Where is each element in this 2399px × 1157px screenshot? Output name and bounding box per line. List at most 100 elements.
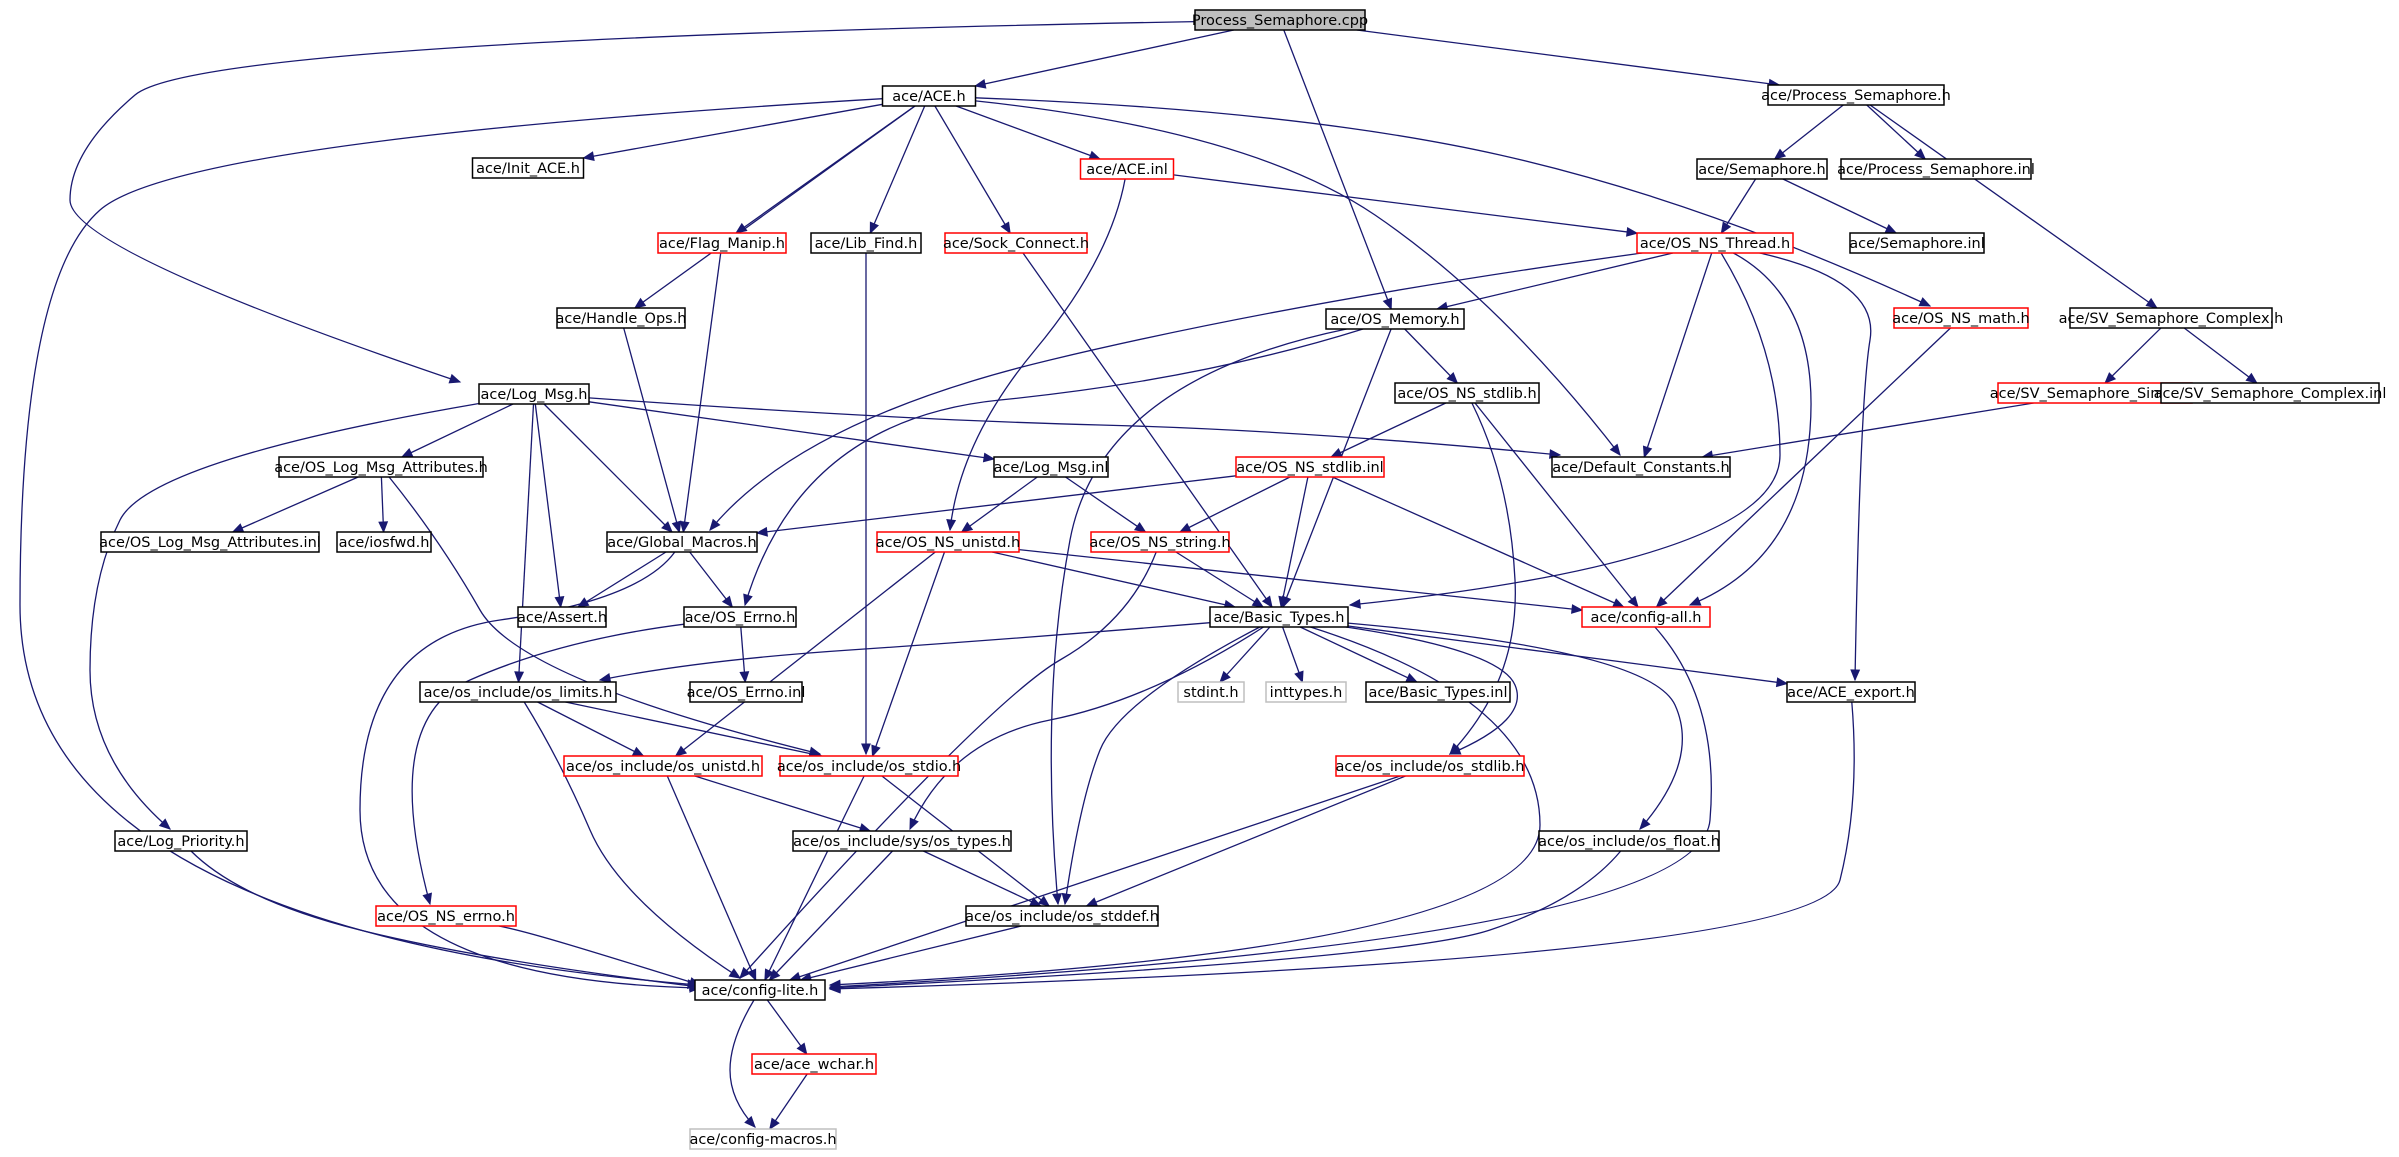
node-os-stdio-h[interactable]: ace/os_include/os_stdio.h: [777, 755, 961, 777]
node-os-errno-h[interactable]: ace/OS_Errno.h: [683, 606, 797, 628]
node-box: [100, 531, 320, 553]
node-sv-semaphore-complex-h[interactable]: ace/SV_Semaphore_Complex.h: [2059, 307, 2284, 329]
node-inttypes-h[interactable]: inttypes.h: [1265, 681, 1347, 703]
edge-line: [623, 327, 680, 533]
edge-arrowhead: [1278, 595, 1289, 609]
node-os-unistd-h[interactable]: ace/os_include/os_unistd.h: [563, 755, 763, 777]
edge-os_ns_thread_h-to-config_all_h: [1688, 252, 1812, 606]
edge-line: [744, 328, 1364, 606]
node-semaphore-h[interactable]: ace/Semaphore.h: [1696, 158, 1828, 180]
edge-arrowhead: [1850, 669, 1861, 682]
node-label: ace/os_include/os_limits.h: [424, 685, 613, 701]
node-process-semaphore-inl[interactable]: ace/Process_Semaphore.inl: [1837, 158, 2035, 180]
edge-os_memory_h-to-os_stddef_h: [1050, 328, 1347, 906]
edge-arrowhead: [739, 671, 750, 684]
edge-line: [517, 403, 535, 683]
edge-arrowhead: [769, 1117, 780, 1131]
node-box: [471, 157, 585, 179]
node-os-log-msg-attributes-inl[interactable]: ace/OS_Log_Msg_Attributes.inl: [99, 531, 321, 553]
edge-arrowhead: [1251, 597, 1265, 608]
node-os-log-msg-attributes-h[interactable]: ace/OS_Log_Msg_Attributes.h: [274, 456, 488, 478]
node-box: [965, 905, 1159, 927]
node-log-msg-inl[interactable]: ace/Log_Msg.inl: [993, 456, 1109, 478]
edge-line: [1280, 476, 1309, 608]
node-box: [689, 1128, 837, 1150]
node-os-ns-stdlib-h[interactable]: ace/OS_NS_stdlib.h: [1394, 382, 1540, 404]
edge-arrowhead: [582, 151, 595, 162]
node-os-ns-unistd-h[interactable]: ace/OS_NS_unistd.h: [876, 531, 1020, 553]
edge-ace_h-to-init_ace_h: [582, 103, 883, 162]
node-ace-h[interactable]: ace/ACE.h: [881, 85, 977, 107]
node-basic-types-h[interactable]: ace/Basic_Types.h: [1209, 606, 1349, 628]
edge-semaphore_h-to-semaphore_inl: [1782, 178, 1898, 234]
edge-os_ns_stdlib_inl-to-global_macros_h: [755, 475, 1237, 537]
edge-os_ns_unistd_h-to-os_stdio_h: [871, 551, 946, 758]
edge-arrowhead: [1571, 604, 1584, 614]
node-ace-inl[interactable]: ace/ACE.inl: [1079, 158, 1175, 180]
node-config-lite-h[interactable]: ace/config-lite.h: [694, 979, 826, 1001]
node-os-float-h[interactable]: ace/os_include/os_float.h: [1538, 830, 1720, 852]
node-log-msg-h[interactable]: ace/Log_Msg.h: [478, 383, 590, 405]
node-box: [278, 456, 484, 478]
node-assert-h[interactable]: ace/Assert.h: [517, 606, 607, 628]
node-handle-ops-h[interactable]: ace/Handle_Ops.h: [555, 307, 687, 329]
node-default-constants-h[interactable]: ace/Default_Constants.h: [1551, 456, 1731, 478]
node-os-ns-stdlib-inl[interactable]: ace/OS_NS_stdlib.inl: [1235, 456, 1385, 478]
node-os-ns-errno-h[interactable]: ace/OS_NS_errno.h: [375, 905, 517, 927]
node-iosfwd-h[interactable]: ace/iosfwd.h: [336, 531, 432, 553]
edge-arrowhead: [796, 1042, 808, 1056]
edge-os_ns_thread_h-to-ace_export_h: [1759, 252, 1872, 682]
edge-line: [1179, 476, 1291, 533]
node-os-types-h[interactable]: ace/os_include/sys/os_types.h: [792, 830, 1012, 852]
node-config-macros-h[interactable]: ace/config-macros.h: [689, 1128, 837, 1150]
node-os-ns-math-h[interactable]: ace/OS_NS_math.h: [1892, 307, 2030, 329]
edge-line: [1345, 626, 1518, 755]
node-os-ns-string-h[interactable]: ace/OS_NS_string.h: [1089, 531, 1231, 553]
node-ace-wchar-h[interactable]: ace/ace_wchar.h: [751, 1053, 877, 1075]
node-global-macros-h[interactable]: ace/Global_Macros.h: [606, 531, 758, 553]
edge-line: [829, 626, 1712, 988]
node-os-errno-inl[interactable]: ace/OS_Errno.inl: [687, 681, 806, 703]
node-box: [2069, 307, 2273, 329]
edge-ace_h-to-sock_connect_h: [934, 105, 1011, 235]
node-sv-semaphore-complex-inl[interactable]: ace/SV_Semaphore_Complex.inl: [2154, 382, 2387, 404]
node-os-stdlib-h[interactable]: ace/os_include/os_stdlib.h: [1335, 755, 1525, 777]
edge-arrowhead: [1330, 448, 1343, 458]
node-os-memory-h[interactable]: ace/OS_Memory.h: [1325, 308, 1465, 330]
node-label: ace/os_include/sys/os_types.h: [793, 834, 1011, 850]
edge-arrowhead: [1085, 897, 1099, 907]
edge-os_stddef_h-to-config_lite_h: [799, 925, 1022, 983]
node-config-all-h[interactable]: ace/config-all.h: [1581, 606, 1711, 628]
node-log-priority-h[interactable]: ace/Log_Priority.h: [114, 830, 248, 852]
node-stdint-h[interactable]: stdint.h: [1177, 681, 1245, 703]
edge-line: [1219, 626, 1271, 683]
edge-os_ns_unistd_h-to-os_unistd_h: [674, 551, 936, 757]
node-os-stddef-h[interactable]: ace/os_include/os_stddef.h: [965, 905, 1159, 927]
node-label: ace/OS_NS_Thread.h: [1640, 236, 1790, 252]
edge-basic_types_h-to-basic_types_inl: [1299, 626, 1418, 683]
edge-arrowhead: [869, 221, 879, 235]
node-basic-types-inl[interactable]: ace/Basic_Types.inl: [1365, 681, 1511, 703]
node-lib-find-h[interactable]: ace/Lib_Find.h: [810, 232, 922, 254]
node-semaphore-inl[interactable]: ace/Semaphore.inl: [1849, 232, 1985, 254]
edge-arrowhead: [743, 593, 753, 607]
edge-line: [1086, 775, 1406, 907]
edge-os_limits_h-to-config_lite_h: [523, 701, 742, 979]
node-sock-connect-h[interactable]: ace/Sock_Connect.h: [943, 232, 1089, 254]
node-label: ace/Init_ACE.h: [476, 161, 580, 177]
node-ace-export-h[interactable]: ace/ACE_export.h: [1786, 681, 1916, 703]
node-label: ace/os_include/os_unistd.h: [566, 759, 760, 775]
edge-os_ns_thread_h-to-global_macros_h: [709, 252, 1643, 532]
node-flag-manip-h[interactable]: ace/Flag_Manip.h: [657, 232, 787, 254]
node-init-ace-h[interactable]: ace/Init_ACE.h: [471, 157, 585, 179]
edge-basic_types_h-to-stdint_h: [1219, 626, 1271, 683]
node-os-limits-h[interactable]: ace/os_include/os_limits.h: [419, 681, 617, 703]
node-process-semaphore-h[interactable]: ace/Process_Semaphore.h: [1761, 84, 1951, 106]
edge-line: [1656, 327, 1951, 608]
edge-process_semaphore_h-to-process_semaphore_inl: [1866, 104, 1927, 160]
edge-line: [1173, 174, 1638, 234]
node-process-semaphore-cpp[interactable]: Process_Semaphore.cpp: [1192, 9, 1368, 31]
node-os-ns-thread-h[interactable]: ace/OS_NS_Thread.h: [1636, 232, 1794, 254]
node-sv-semaphore-simple-h[interactable]: ace/SV_Semaphore_Simple.h: [1990, 382, 2201, 404]
edge-line: [1759, 252, 1872, 681]
